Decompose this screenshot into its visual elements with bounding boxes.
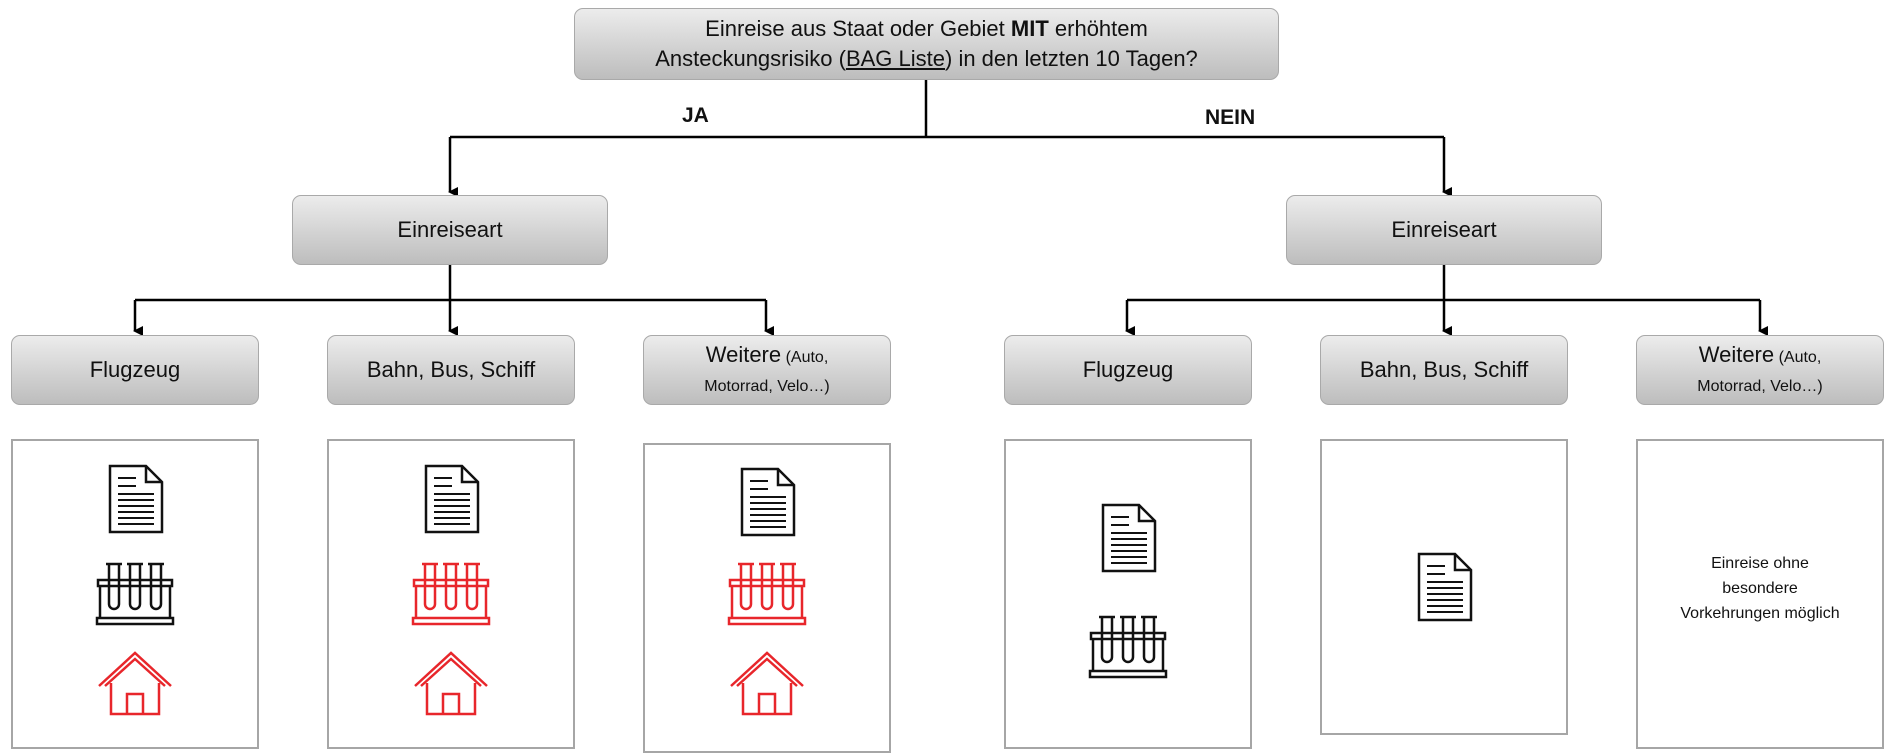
document-icon: [1101, 503, 1157, 573]
requirements-panel-plane-no: [1004, 439, 1252, 749]
document-icon: [424, 464, 480, 534]
test-tubes-icon: [95, 562, 175, 626]
entry-type-box-yes: Einreiseart: [292, 195, 608, 265]
mode-label-plane: Flugzeug: [89, 357, 181, 383]
mode-label-other-detail-1: (Auto,: [1774, 349, 1822, 367]
house-icon: [414, 651, 488, 716]
requirements-panel-other-no: [1636, 439, 1884, 749]
document-icon: [1417, 552, 1473, 622]
test-tubes-icon: [411, 562, 491, 626]
question-text-bold: MIT: [1010, 16, 1049, 42]
entry-type-label: Einreiseart: [1391, 217, 1497, 243]
mode-label-other: Weitere: [1698, 342, 1775, 368]
mode-box-rail-no: Bahn, Bus, Schiff: [1320, 335, 1568, 405]
note-line-2: besondere: [1722, 579, 1798, 597]
question-text-part1: Einreise aus Staat oder Gebiet: [705, 16, 1011, 42]
branch-label-yes: JA: [682, 104, 709, 127]
question-text-line2-post: ) in den letzten 10 Tagen?: [945, 46, 1198, 71]
mode-label-rail: Bahn, Bus, Schiff: [1359, 357, 1529, 383]
mode-box-other-no: Weitere (Auto, Motorrad, Velo…): [1636, 335, 1884, 405]
mode-label-other-detail-2: Motorrad, Velo…): [704, 378, 830, 395]
document-icon: [740, 467, 796, 537]
house-icon: [98, 651, 172, 716]
note-line-3: Vorkehrungen möglich: [1680, 604, 1840, 622]
mode-label-plane: Flugzeug: [1082, 357, 1174, 383]
no-requirements-note: Einreise ohne besondere Vorkehrungen mög…: [1660, 552, 1860, 626]
question-box: Einreise aus Staat oder Gebiet MIT erhöh…: [574, 8, 1279, 80]
test-tubes-icon: [1088, 615, 1168, 679]
mode-box-plane-yes: Flugzeug: [11, 335, 259, 405]
document-icon: [108, 464, 164, 534]
house-icon: [730, 651, 804, 716]
question-text-line2-pre: Ansteckungsrisiko (: [655, 46, 846, 71]
bag-list-link[interactable]: BAG Liste: [845, 46, 945, 71]
mode-label-rail: Bahn, Bus, Schiff: [366, 357, 536, 383]
test-tubes-icon: [727, 562, 807, 626]
question-text-part2: erhöhtem: [1048, 16, 1148, 42]
mode-box-plane-no: Flugzeug: [1004, 335, 1252, 405]
branch-label-no: NEIN: [1205, 106, 1256, 129]
mode-box-rail-yes: Bahn, Bus, Schiff: [327, 335, 575, 405]
mode-label-other: Weitere: [705, 342, 782, 368]
entry-type-label: Einreiseart: [397, 217, 503, 243]
mode-label-other-detail-2: Motorrad, Velo…): [1697, 378, 1823, 395]
entry-type-box-no: Einreiseart: [1286, 195, 1602, 265]
mode-label-other-detail-1: (Auto,: [781, 349, 829, 367]
note-line-1: Einreise ohne: [1711, 555, 1809, 572]
mode-box-other-yes: Weitere (Auto, Motorrad, Velo…): [643, 335, 891, 405]
